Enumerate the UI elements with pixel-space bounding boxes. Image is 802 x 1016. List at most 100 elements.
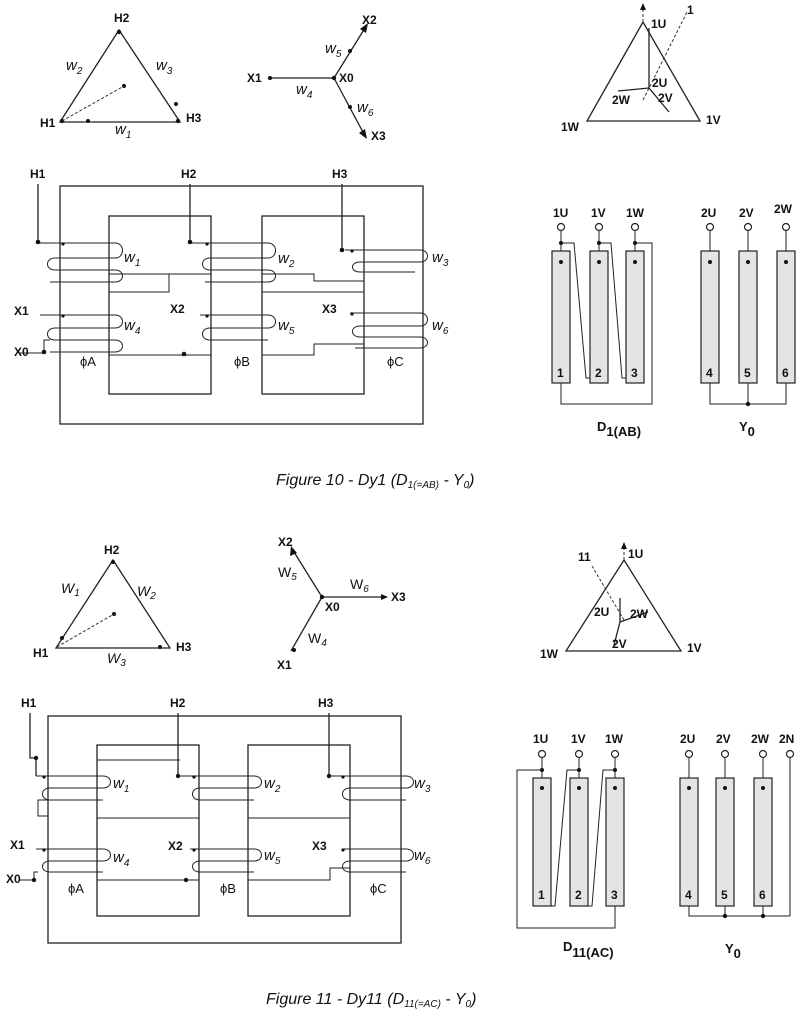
fig10-star-x3: X3: [371, 129, 386, 143]
fig10-d-label: D1(AB): [597, 419, 641, 439]
fig10-caption: Figure 10 - Dy1 (D1(=AB) - Y0): [276, 472, 475, 491]
fig10-bar-1: 1: [557, 366, 564, 380]
fig10-star-w4: w4: [296, 81, 313, 101]
fig10-delta-w1: w1: [115, 121, 131, 141]
fig10-phasor-clock: 1: [687, 3, 694, 17]
fig10-phasor-2v: 2V: [658, 91, 673, 105]
fig10-phasor-diagram: 1U 1W 1V 2U 2V 2W 1: [561, 3, 721, 134]
fig10-terminal-1u: [556, 222, 566, 232]
fig10-delta-h1: H1: [40, 116, 56, 130]
fig10-delta-h3: H3: [186, 111, 202, 125]
fig11-phasor-2w: 2W: [630, 607, 649, 621]
fig11-star-x2: X2: [278, 535, 293, 549]
fig11-star-x1: X1: [277, 658, 292, 672]
fig11-phasor-diagram: 1U 1W 1V 2U 2W 2V 11: [540, 542, 702, 661]
fig11-core-w3: w3: [414, 775, 431, 795]
fig11-delta-h1: H1: [33, 646, 49, 660]
fig11-core-phase-a: ϕA: [68, 881, 84, 896]
fig11-star-w5: W5: [278, 564, 297, 583]
fig11-terminal-2u: [684, 749, 694, 759]
fig11-core-x2: X2: [168, 839, 183, 853]
fig10-core-diagram: H1 H2 H3 X1 X0 X2 X3 ϕA ϕB ϕC w1 w2 w3 w…: [14, 167, 449, 425]
fig10-phasor-1w: 1W: [561, 120, 580, 134]
fig10-terminal-2v: [743, 222, 753, 232]
fig10-term-label-1u: 1U: [553, 206, 568, 220]
fig10-term-label-2w: 2W: [774, 202, 793, 216]
fig11-star-x3: X3: [391, 590, 406, 604]
fig11-core-x3: X3: [312, 839, 327, 853]
fig10-core-phase-a: ϕA: [80, 354, 96, 369]
fig10-terminal-2w: [781, 222, 791, 232]
fig11-bar-5: 5: [721, 888, 728, 902]
fig11-phasor-2v: 2V: [612, 637, 627, 651]
fig10-bar-2: 2: [595, 366, 602, 380]
fig11-delta-h3: H3: [176, 640, 192, 654]
fig11-term-label-1v: 1V: [571, 732, 586, 746]
fig11-terminal-1v: [574, 749, 584, 759]
fig10-delta-w3: w3: [156, 57, 173, 77]
fig11-star-w4: W4: [308, 630, 327, 649]
fig11-bar-6: 6: [759, 888, 766, 902]
fig11-star-w6: W6: [350, 576, 369, 595]
fig11-core-w2: w2: [264, 775, 281, 795]
fig10-core-x0: X0: [14, 345, 29, 359]
fig11-core-w6: w6: [414, 847, 431, 867]
fig10-delta-w2: w2: [66, 57, 83, 77]
fig10-terminal-1w: [630, 222, 640, 232]
fig11-term-label-1w: 1W: [605, 732, 624, 746]
fig10-delta-h2: H2: [114, 11, 130, 25]
fig11-delta-w3: W3: [107, 650, 126, 669]
fig10-bar-5: 5: [744, 366, 751, 380]
fig10-term-label-2v: 2V: [739, 206, 754, 220]
fig10-core-phase-b: ϕB: [234, 354, 250, 369]
fig11-phasor-1v: 1V: [687, 641, 702, 655]
fig10-core-x2: X2: [170, 302, 185, 316]
fig11-terminal-diagram: 1U 1V 1W 2U 2V 2W 2N 1 2 3 4 5 6 D11(AC)…: [516, 732, 795, 961]
fig11-terminal-1w: [610, 749, 620, 759]
figure-11: H2 H1 H3 W1 W2 W3 X2 X0 X3 X1 W5 W6 W4: [6, 535, 794, 1010]
fig10-lv-star: X1 X0 X2 X3 w5 w4 w6: [247, 13, 386, 143]
fig11-delta-h2: H2: [104, 543, 120, 557]
fig11-delta-w2: W2: [137, 583, 156, 602]
fig10-core-w5: w5: [278, 317, 295, 337]
fig10-core-w1: w1: [124, 249, 140, 269]
fig10-core-x1: X1: [14, 304, 29, 318]
fig11-y-label: Y0: [725, 941, 741, 961]
fig10-y-label: Y0: [739, 419, 755, 439]
fig10-core-h1: H1: [30, 167, 46, 181]
fig10-terminal-diagram: 1U 1V 1W 2U 2V 2W 1 2 3 4 5 6 D1(AB) Y0: [551, 202, 796, 439]
fig11-terminal-2n: [785, 749, 795, 759]
fig11-phasor-1w: 1W: [540, 647, 559, 661]
fig11-lv-star: X2 X0 X3 X1 W5 W6 W4: [277, 535, 406, 672]
fig11-core-h1: H1: [21, 696, 37, 710]
fig10-bar-4: 4: [706, 366, 713, 380]
fig11-core-w5: w5: [264, 847, 281, 867]
fig10-phasor-1u: 1U: [651, 17, 666, 31]
fig11-core-h2: H2: [170, 696, 186, 710]
fig11-core-phase-b: ϕB: [220, 881, 236, 896]
fig10-terminal-2u: [705, 222, 715, 232]
fig10-core-w6: w6: [432, 317, 449, 337]
fig11-terminal-1u: [537, 749, 547, 759]
fig11-caption: Figure 11 - Dy11 (D11(=AC) - Y0): [266, 991, 476, 1010]
fig10-core-w2: w2: [278, 250, 295, 270]
fig11-bar-1: 1: [538, 888, 545, 902]
fig10-core-x3: X3: [322, 302, 337, 316]
fig10-star-x0: X0: [339, 71, 354, 85]
fig11-phasor-2u: 2U: [594, 605, 609, 619]
fig11-term-label-2w: 2W: [751, 732, 770, 746]
fig11-core-x1: X1: [10, 838, 25, 852]
fig11-terminal-2v: [720, 749, 730, 759]
fig10-star-w6: w6: [357, 99, 374, 119]
fig11-star-x0: X0: [325, 600, 340, 614]
fig11-bar-2: 2: [575, 888, 582, 902]
fig10-terminal-1v: [594, 222, 604, 232]
fig10-core-phase-c: ϕC: [387, 354, 404, 369]
fig10-core-w3: w3: [432, 249, 449, 269]
fig11-core-diagram: H1 H2 H3 X1 X0 X2 X3 ϕA ϕB ϕC w1 w2 w3 w…: [6, 696, 431, 944]
fig10-phasor-1v: 1V: [706, 113, 721, 127]
fig11-bar-4: 4: [685, 888, 692, 902]
fig11-core-h3: H3: [318, 696, 334, 710]
fig11-hv-delta: H2 H1 H3 W1 W2 W3: [33, 543, 192, 669]
